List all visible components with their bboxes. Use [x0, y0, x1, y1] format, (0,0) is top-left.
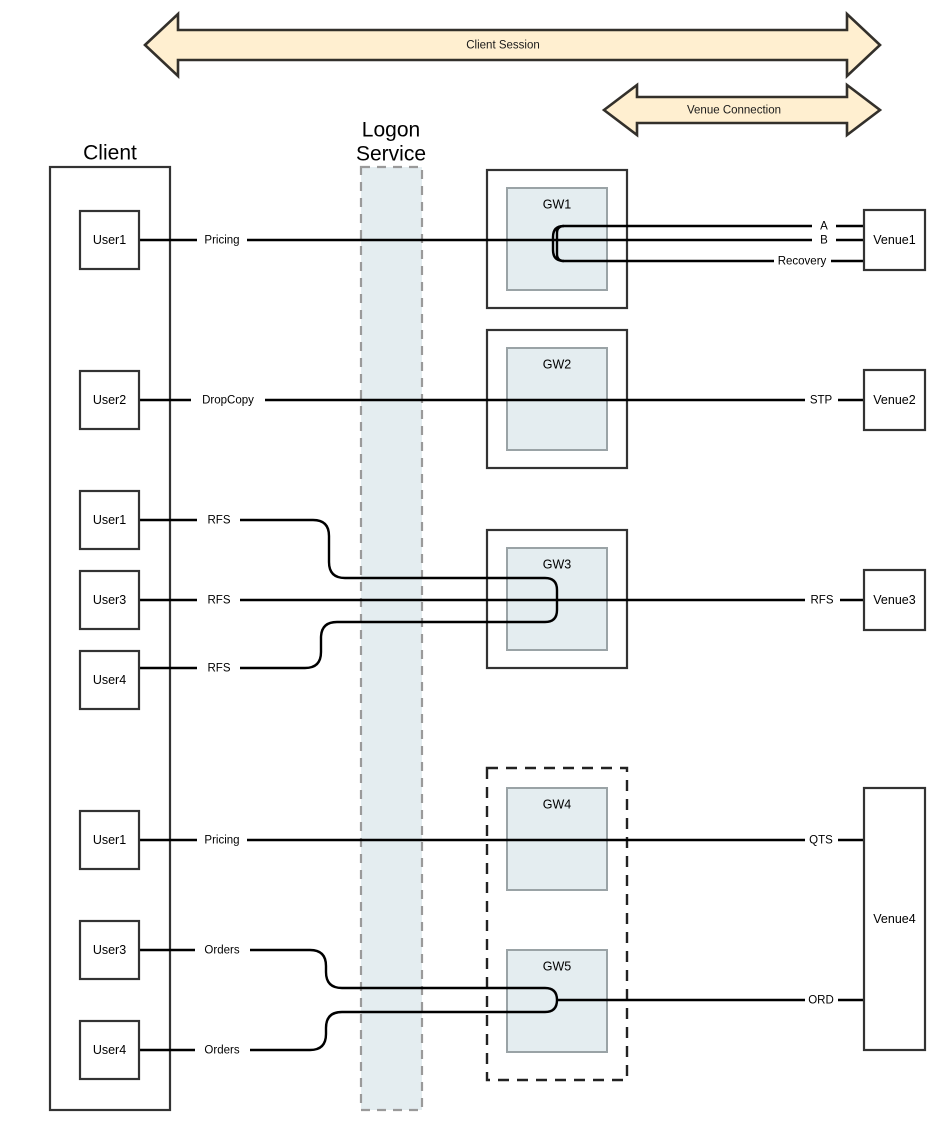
client-user-boxes: User1 User2 User1 User3 User4 User1 User…	[78, 209, 141, 1081]
link-label-rfs-1: RFS	[208, 515, 231, 527]
user-label-u2-dropcopy: User2	[93, 393, 126, 407]
gw1-label: GW1	[543, 197, 572, 211]
venue-link-label-b: B	[820, 235, 828, 247]
user-label-u4-rfs: User4	[93, 673, 126, 687]
user-box-u4-orders[interactable]	[78, 1019, 141, 1081]
logon-service-band	[359, 165, 424, 1112]
venue-link-label-qts: QTS	[809, 835, 833, 847]
gw2-label: GW2	[543, 357, 572, 371]
venue-connection-arrow-shape	[601, 82, 883, 138]
link-label-pricing-1: Pricing	[204, 235, 239, 247]
link-label-rfs-3: RFS	[208, 663, 231, 675]
user-label-u1-pricing2: User1	[93, 833, 126, 847]
link-label-pricing-2: Pricing	[204, 835, 239, 847]
venue-link-label-recovery: Recovery	[778, 256, 827, 268]
banner-client-session: Client Session	[143, 10, 882, 80]
client-session-label: Client Session	[466, 40, 540, 52]
user-label-u3-orders: User3	[93, 943, 126, 957]
client-column-title: Client	[83, 142, 137, 165]
user-box-u2-dropcopy[interactable]	[78, 369, 141, 431]
venue-label-venue3: Venue3	[873, 593, 915, 607]
gw3-label: GW3	[543, 557, 572, 571]
gw4-label: GW4	[543, 797, 572, 811]
client-session-arrow-shape	[143, 10, 882, 80]
venue-link-label-stp: STP	[810, 395, 833, 407]
venue-box-venue3[interactable]	[862, 568, 927, 632]
user-box-u4-rfs[interactable]	[78, 649, 141, 711]
link-label-dropcopy: DropCopy	[202, 395, 254, 407]
wire-rfs1-to-gw3	[240, 518, 536, 580]
user-label-u1-pricing: User1	[93, 233, 126, 247]
user-label-u1-rfs: User1	[93, 513, 126, 527]
link-label-orders-1: Orders	[204, 945, 239, 957]
wire-orders2-to-gw5	[250, 1010, 536, 1052]
gw5-label: GW5	[543, 959, 572, 973]
user-box-u3-orders[interactable]	[78, 919, 141, 981]
banner-venue-connection: Venue Connection	[601, 82, 883, 138]
wire-orders1-to-gw5	[250, 948, 536, 990]
venue-connection-label: Venue Connection	[687, 105, 781, 117]
user-box-u1-pricing2[interactable]	[78, 809, 141, 871]
venue-boxes: Venue1 Venue2 Venue3 Venue4	[862, 208, 927, 1052]
venue-box-venue1[interactable]	[862, 208, 927, 272]
venue-label-venue2: Venue2	[873, 393, 915, 407]
client-container	[48, 165, 172, 1112]
wire-rfs3-to-gw3	[240, 620, 536, 670]
logon-service-title-line1: Logon	[362, 119, 420, 142]
venue-link-label-rfs: RFS	[811, 595, 834, 607]
venue-link-label-ord: ORD	[808, 995, 834, 1007]
venue-link-label-a: A	[820, 221, 828, 233]
gw4-gw5-dashed-group	[485, 766, 629, 1082]
user-label-u4-orders: User4	[93, 1043, 126, 1057]
venue-box-venue4[interactable]	[862, 786, 927, 1052]
venue-box-venue2[interactable]	[862, 368, 927, 432]
user-label-u3-rfs: User3	[93, 593, 126, 607]
wire-gw1-junction	[551, 224, 565, 263]
logon-service-title-line2: Service	[356, 143, 426, 166]
user-box-u1-pricing[interactable]	[78, 209, 141, 271]
venue-label-venue1: Venue1	[873, 233, 915, 247]
venue-label-venue4: Venue4	[873, 912, 915, 926]
link-label-orders-2: Orders	[204, 1045, 239, 1057]
wire-gw3-junction	[536, 576, 559, 624]
user-box-u1-rfs[interactable]	[78, 489, 141, 551]
user-box-u3-rfs[interactable]	[78, 569, 141, 631]
link-label-rfs-2: RFS	[208, 595, 231, 607]
